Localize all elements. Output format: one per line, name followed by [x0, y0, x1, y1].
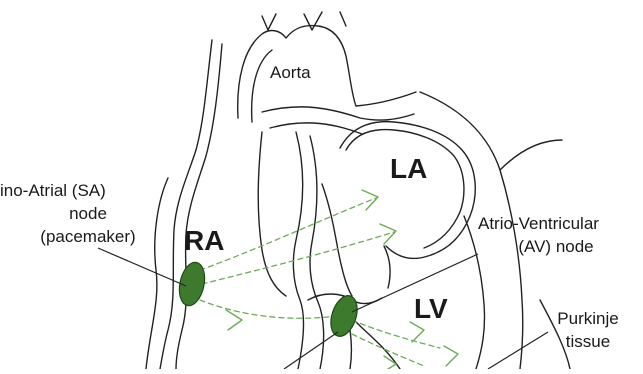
- vessel-stub-right: [304, 12, 322, 30]
- bundle-branch-right: [350, 330, 352, 369]
- left-ventricle-wall: [464, 216, 485, 369]
- label-aorta: Aorta: [270, 63, 311, 82]
- av-node: [326, 292, 362, 339]
- aorta-inner: [252, 50, 272, 122]
- label-purkinje-line1: Purkinje: [557, 309, 618, 328]
- signal-path-sa-to-la-upper: [200, 198, 376, 270]
- aorta-outline: [238, 26, 416, 119]
- conduction-pathways: [200, 190, 458, 369]
- label-sa-node-line3: (pacemaker): [40, 227, 135, 246]
- leader-av-node-lower: [284, 332, 338, 369]
- signal-path-purkinje-2: [352, 334, 424, 366]
- label-purkinje-line2: tissue: [566, 332, 610, 351]
- label-av-node-line2: (AV) node: [518, 237, 593, 256]
- tricuspid-region: [258, 132, 286, 296]
- signal-path-sa-to-la-lower: [202, 232, 394, 284]
- label-sa-node-line1: ino-Atrial (SA): [0, 181, 106, 200]
- pulmonary-band-lower: [270, 123, 362, 134]
- interatrial-septum: [322, 184, 352, 296]
- pulmonary-band: [262, 107, 414, 120]
- label-lv: LV: [414, 293, 448, 324]
- signal-path-purkinje-1: [352, 320, 440, 348]
- label-av-node-line1: Atrio-Ventricular: [478, 214, 599, 233]
- vessel-stub-right-2: [340, 12, 346, 26]
- vessel-stub-left: [262, 14, 276, 30]
- left-atrium-inner: [346, 130, 464, 248]
- signal-path-sa-to-av: [200, 300, 336, 318]
- leader-purkinje: [488, 332, 548, 369]
- label-la: LA: [390, 153, 427, 184]
- septum-left: [293, 132, 303, 369]
- left-atrium-outline: [340, 122, 475, 259]
- signal-arrowhead-purkinje-3: [384, 356, 396, 369]
- label-sa-node-line2: node: [69, 204, 107, 223]
- right-atrium-inner-wall: [176, 44, 222, 369]
- label-ra: RA: [184, 225, 224, 256]
- mitral-valve: [384, 246, 390, 288]
- signal-arrowhead-purkinje-1: [410, 322, 424, 342]
- signal-arrowhead-purkinje-2: [444, 346, 458, 366]
- septum-right: [310, 136, 324, 369]
- heart-outline: [146, 12, 570, 369]
- outer-heart-wall-right: [500, 140, 562, 170]
- signal-arrowhead-av: [226, 310, 242, 330]
- right-atrium-outer-wall: [160, 40, 212, 369]
